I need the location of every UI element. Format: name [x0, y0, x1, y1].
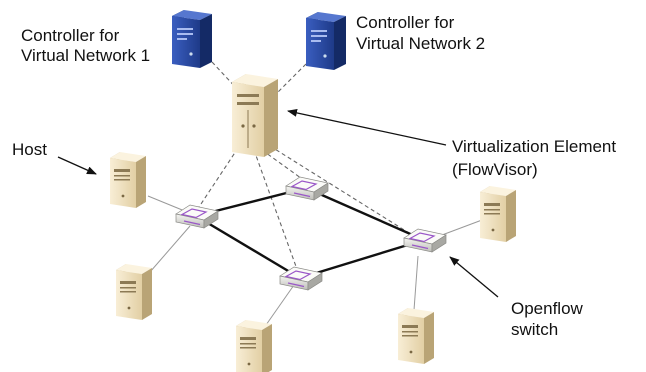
dashed-link-switch-left [196, 147, 239, 211]
host-link-bottom [265, 284, 295, 326]
virtualization-arrow [287, 108, 447, 146]
host-label: Host [12, 140, 47, 159]
openflow-switch-icon [403, 228, 447, 253]
host-computer-icon [398, 308, 434, 364]
dashed-link-switch-top [261, 149, 306, 182]
controller-1-label-line1: Controller for [21, 26, 120, 45]
host-arrow [57, 156, 97, 175]
controller-2-label-line2: Virtual Network 2 [356, 34, 486, 53]
link-top-right [305, 186, 425, 242]
openflow-label-line1: Openflow [511, 299, 583, 318]
data-links [195, 186, 425, 280]
link-left-bottom [195, 214, 301, 280]
host-computer-icon [480, 186, 516, 242]
openflow-switch-icon [285, 176, 329, 201]
dashed-link-switch-right [269, 145, 418, 239]
openflow-label-line2: switch [511, 320, 559, 339]
annotation-arrows [57, 108, 499, 298]
host-computer-icon [110, 152, 146, 208]
host-computer-icon [236, 320, 272, 372]
virtualization-label-line1: Virtualization Element [452, 137, 617, 156]
dashed-link-controller2 [277, 63, 307, 93]
link-bottom-right [299, 238, 425, 280]
control-links [196, 61, 418, 273]
host-computer-icon [116, 264, 152, 320]
controller-2-server-icon [306, 12, 346, 70]
controller-1-label-line2: Virtual Network 1 [21, 46, 151, 65]
dashed-link-switch-bottom [253, 149, 299, 273]
virtualization-label-line2: (FlowVisor) [452, 160, 538, 179]
controller-2-label-line1: Controller for [356, 13, 455, 32]
host-link-right-bottom [413, 255, 419, 311]
openflow-switch-arrow [449, 256, 499, 298]
flowvisor-server-icon [232, 74, 278, 157]
controller-1-server-icon [172, 10, 212, 68]
host-link-left-bottom [149, 225, 191, 273]
